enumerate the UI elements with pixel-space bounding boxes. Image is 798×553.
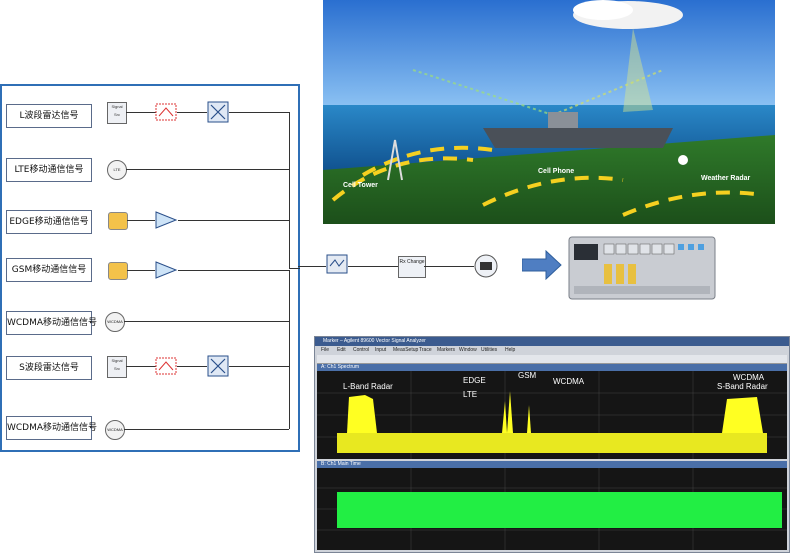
mixer-block[interactable]: [207, 355, 229, 377]
menu-window[interactable]: Window: [459, 347, 477, 353]
flow-arrow-icon: [522, 250, 562, 280]
cell-tower-label: Cell Tower: [343, 182, 378, 189]
wire: [424, 266, 474, 267]
wire: [289, 270, 290, 322]
cell-phone-label: Cell Phone: [538, 168, 575, 175]
menu-edit[interactable]: Edit: [337, 347, 346, 353]
menu-trace[interactable]: Trace: [419, 347, 432, 353]
signal-label-l-band-radar: L波段雷达信号: [6, 104, 92, 128]
signal-label-edge: EDGE移动通信信号: [6, 210, 92, 234]
signal-label-gsm: GSM移动通信信号: [6, 258, 92, 282]
wire: [124, 429, 289, 430]
amplifier-block[interactable]: [155, 103, 177, 121]
wire: [289, 268, 300, 269]
signal-label-lte: LTE移动通信信号: [6, 158, 92, 182]
menu-control[interactable]: Control: [353, 347, 370, 353]
folder-icon[interactable]: [108, 212, 128, 230]
gain-block[interactable]: [154, 210, 178, 230]
mixer-block[interactable]: [207, 101, 229, 123]
folder-icon[interactable]: [108, 262, 128, 280]
rx-change-block[interactable]: Rx Change: [398, 256, 426, 278]
wire: [289, 112, 290, 268]
wire: [289, 366, 290, 429]
signal-label-wcdma: WCDMA移动通信信号: [6, 311, 97, 335]
spectrum-trace: [317, 371, 787, 459]
wcdma-source-block-2[interactable]: WCDMA: [105, 420, 125, 440]
toolbar: [317, 355, 787, 364]
window-title: Marker – Agilent 89600 Vector Signal Ana…: [323, 338, 426, 344]
signal-source-block[interactable]: Signal Src: [107, 102, 127, 124]
edge-label: EDGE: [463, 376, 486, 385]
menu-utilities[interactable]: Utilities: [481, 347, 498, 353]
wcdma-source-block[interactable]: WCDMA: [105, 312, 125, 332]
wcdma-label-2: WCDMA: [733, 373, 765, 382]
menu-markers[interactable]: Markers: [437, 347, 456, 353]
lte-label: LTE: [463, 390, 478, 399]
wire: [229, 112, 289, 113]
wire: [124, 321, 289, 322]
vector-signal-analyzer-window: Marker – Agilent 89600 Vector Signal Ana…: [314, 336, 790, 553]
signal-generator-instrument: [568, 236, 716, 300]
wire: [298, 266, 326, 267]
combiner-block[interactable]: [326, 254, 348, 274]
gsm-label: GSM: [518, 371, 537, 380]
signal-source-block[interactable]: Signal Src: [107, 356, 127, 378]
wire: [348, 266, 398, 267]
wire: [177, 112, 207, 113]
wire: [177, 366, 207, 367]
wire: [126, 112, 156, 113]
amplifier-block[interactable]: [155, 357, 177, 375]
trace-a-title: A: Ch1 Spectrum: [321, 364, 360, 370]
gain-block[interactable]: [154, 260, 178, 280]
wire: [126, 366, 156, 367]
lte-source-block[interactable]: LTE: [107, 160, 127, 180]
trace-b-header: B: Ch1 Main Time: [317, 461, 787, 468]
trace-a-header: A: Ch1 Spectrum: [317, 364, 787, 371]
l-band-radar-label: L-Band Radar: [343, 382, 393, 391]
weather-radar-label: Weather Radar: [701, 175, 751, 182]
menu-meassetup[interactable]: MeasSetup: [393, 347, 419, 353]
menu-file[interactable]: File: [321, 347, 330, 353]
s-band-radar-label: S-Band Radar: [717, 382, 768, 391]
title-bar: Marker – Agilent 89600 Vector Signal Ana…: [315, 337, 789, 346]
wire: [289, 322, 290, 366]
menu-help[interactable]: Help: [505, 347, 516, 353]
menu-input[interactable]: Input: [375, 347, 387, 353]
wire: [229, 366, 289, 367]
trace-b-title: B: Ch1 Main Time: [321, 461, 361, 467]
wire: [126, 169, 289, 170]
time-trace: [317, 468, 787, 550]
scenario-scene: Cell Tower Cell Phone Weather Radar: [323, 0, 775, 224]
schematic-panel: L波段雷达信号 LTE移动通信信号 EDGE移动通信信号 GSM移动通信信号 W…: [0, 84, 300, 452]
wcdma-label-1: WCDMA: [553, 377, 585, 386]
signal-label-wcdma-2: WCDMA移动通信信号: [6, 416, 97, 440]
wire: [178, 220, 289, 221]
wire: [127, 220, 155, 221]
analyzer-sink-block[interactable]: [474, 254, 498, 278]
wire: [178, 270, 289, 271]
signal-label-s-band-radar: S波段雷达信号: [6, 356, 92, 380]
wire: [127, 270, 155, 271]
